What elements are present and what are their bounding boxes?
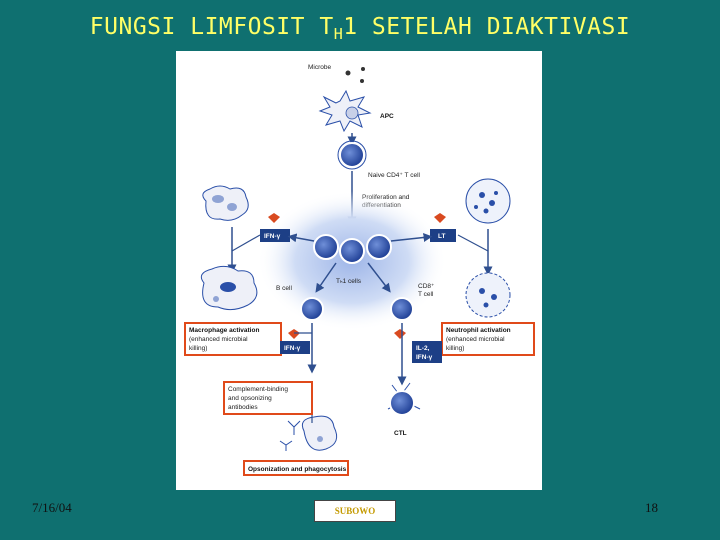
svg-text:IFN-γ: IFN-γ: [264, 233, 281, 240]
apc-cell-icon: [318, 89, 372, 133]
label-apc: APC: [380, 113, 394, 120]
ctl-cell-icon: [387, 382, 421, 416]
title-rest: 1 SETELAH DIAKTIVASI: [343, 14, 631, 40]
lt-badge: LT: [430, 213, 456, 242]
svg-text:Neutrophil activation: Neutrophil activation: [446, 327, 511, 334]
svg-text:Opsonization and phagocytosis: Opsonization and phagocytosis: [248, 466, 347, 473]
macrophage-icon-activated: [200, 265, 258, 311]
il2-ifn-gamma-badge: IL-2, IFN-γ: [394, 329, 442, 363]
page-number: 18: [645, 500, 658, 515]
label-naive-t-cell: Naive CD4⁺ T cell: [368, 172, 421, 179]
th1-cells-icon: [313, 234, 392, 264]
title-subscript: H: [333, 25, 344, 43]
author-badge: SUBOWO: [314, 500, 396, 522]
opsonized-microbe-icon: [279, 415, 338, 451]
complement-antibodies-box: Complement-binding and opsonizing antibo…: [223, 381, 313, 415]
svg-text:killing): killing): [189, 345, 207, 352]
ifn-gamma-badge-mid: IFN-γ: [280, 329, 310, 354]
naive-t-cell-icon: [337, 140, 367, 170]
slide-title: FUNGSI LIMFOSIT TH1 SETELAH DIAKTIVASI: [0, 14, 720, 43]
macrophage-activation-box: Macrophage activation (enhanced microbia…: [184, 322, 282, 356]
svg-text:Macrophage activation: Macrophage activation: [189, 327, 259, 334]
cd8-t-cell-icon: [390, 297, 414, 321]
label-cd8-2: T cell: [418, 291, 434, 298]
neutrophil-activation-box: Neutrophil activation (enhanced microbia…: [441, 322, 535, 356]
slide-date: 7/16/04: [32, 500, 72, 515]
th1-function-diagram: Microbe APC Naive CD4⁺ T cell Proliferat…: [176, 51, 542, 490]
label-cd8-1: CD8⁺: [418, 283, 435, 290]
svg-text:antibodies: antibodies: [228, 404, 258, 411]
label-th1-cells: Tₕ1 cells: [336, 278, 362, 285]
label-microbe: Microbe: [308, 64, 332, 71]
label-b-cell: B cell: [276, 285, 292, 292]
svg-text:(enhanced microbial: (enhanced microbial: [446, 336, 505, 343]
neutrophil-icon-activated: [465, 272, 511, 318]
ifn-gamma-badge-left: IFN-γ: [260, 213, 290, 242]
svg-text:Complement-binding: Complement-binding: [228, 386, 288, 393]
svg-text:killing): killing): [446, 345, 464, 352]
macrophage-icon-top: [202, 185, 249, 221]
svg-text:IFN-γ: IFN-γ: [284, 345, 301, 352]
opsonization-phagocytosis-box: Opsonization and phagocytosis: [243, 460, 349, 476]
svg-text:IFN-γ: IFN-γ: [416, 354, 433, 361]
neutrophil-icon-top: [465, 178, 511, 224]
title-main: FUNGSI LIMFOSIT T: [89, 14, 334, 40]
label-ctl: CTL: [394, 430, 407, 437]
svg-text:LT: LT: [438, 233, 445, 240]
svg-text:IL-2,: IL-2,: [416, 345, 430, 352]
svg-text:(enhanced microbial: (enhanced microbial: [189, 336, 248, 343]
b-cell-icon: [300, 297, 324, 321]
svg-text:and opsonizing: and opsonizing: [228, 395, 272, 402]
microbe-icon: [345, 67, 365, 83]
